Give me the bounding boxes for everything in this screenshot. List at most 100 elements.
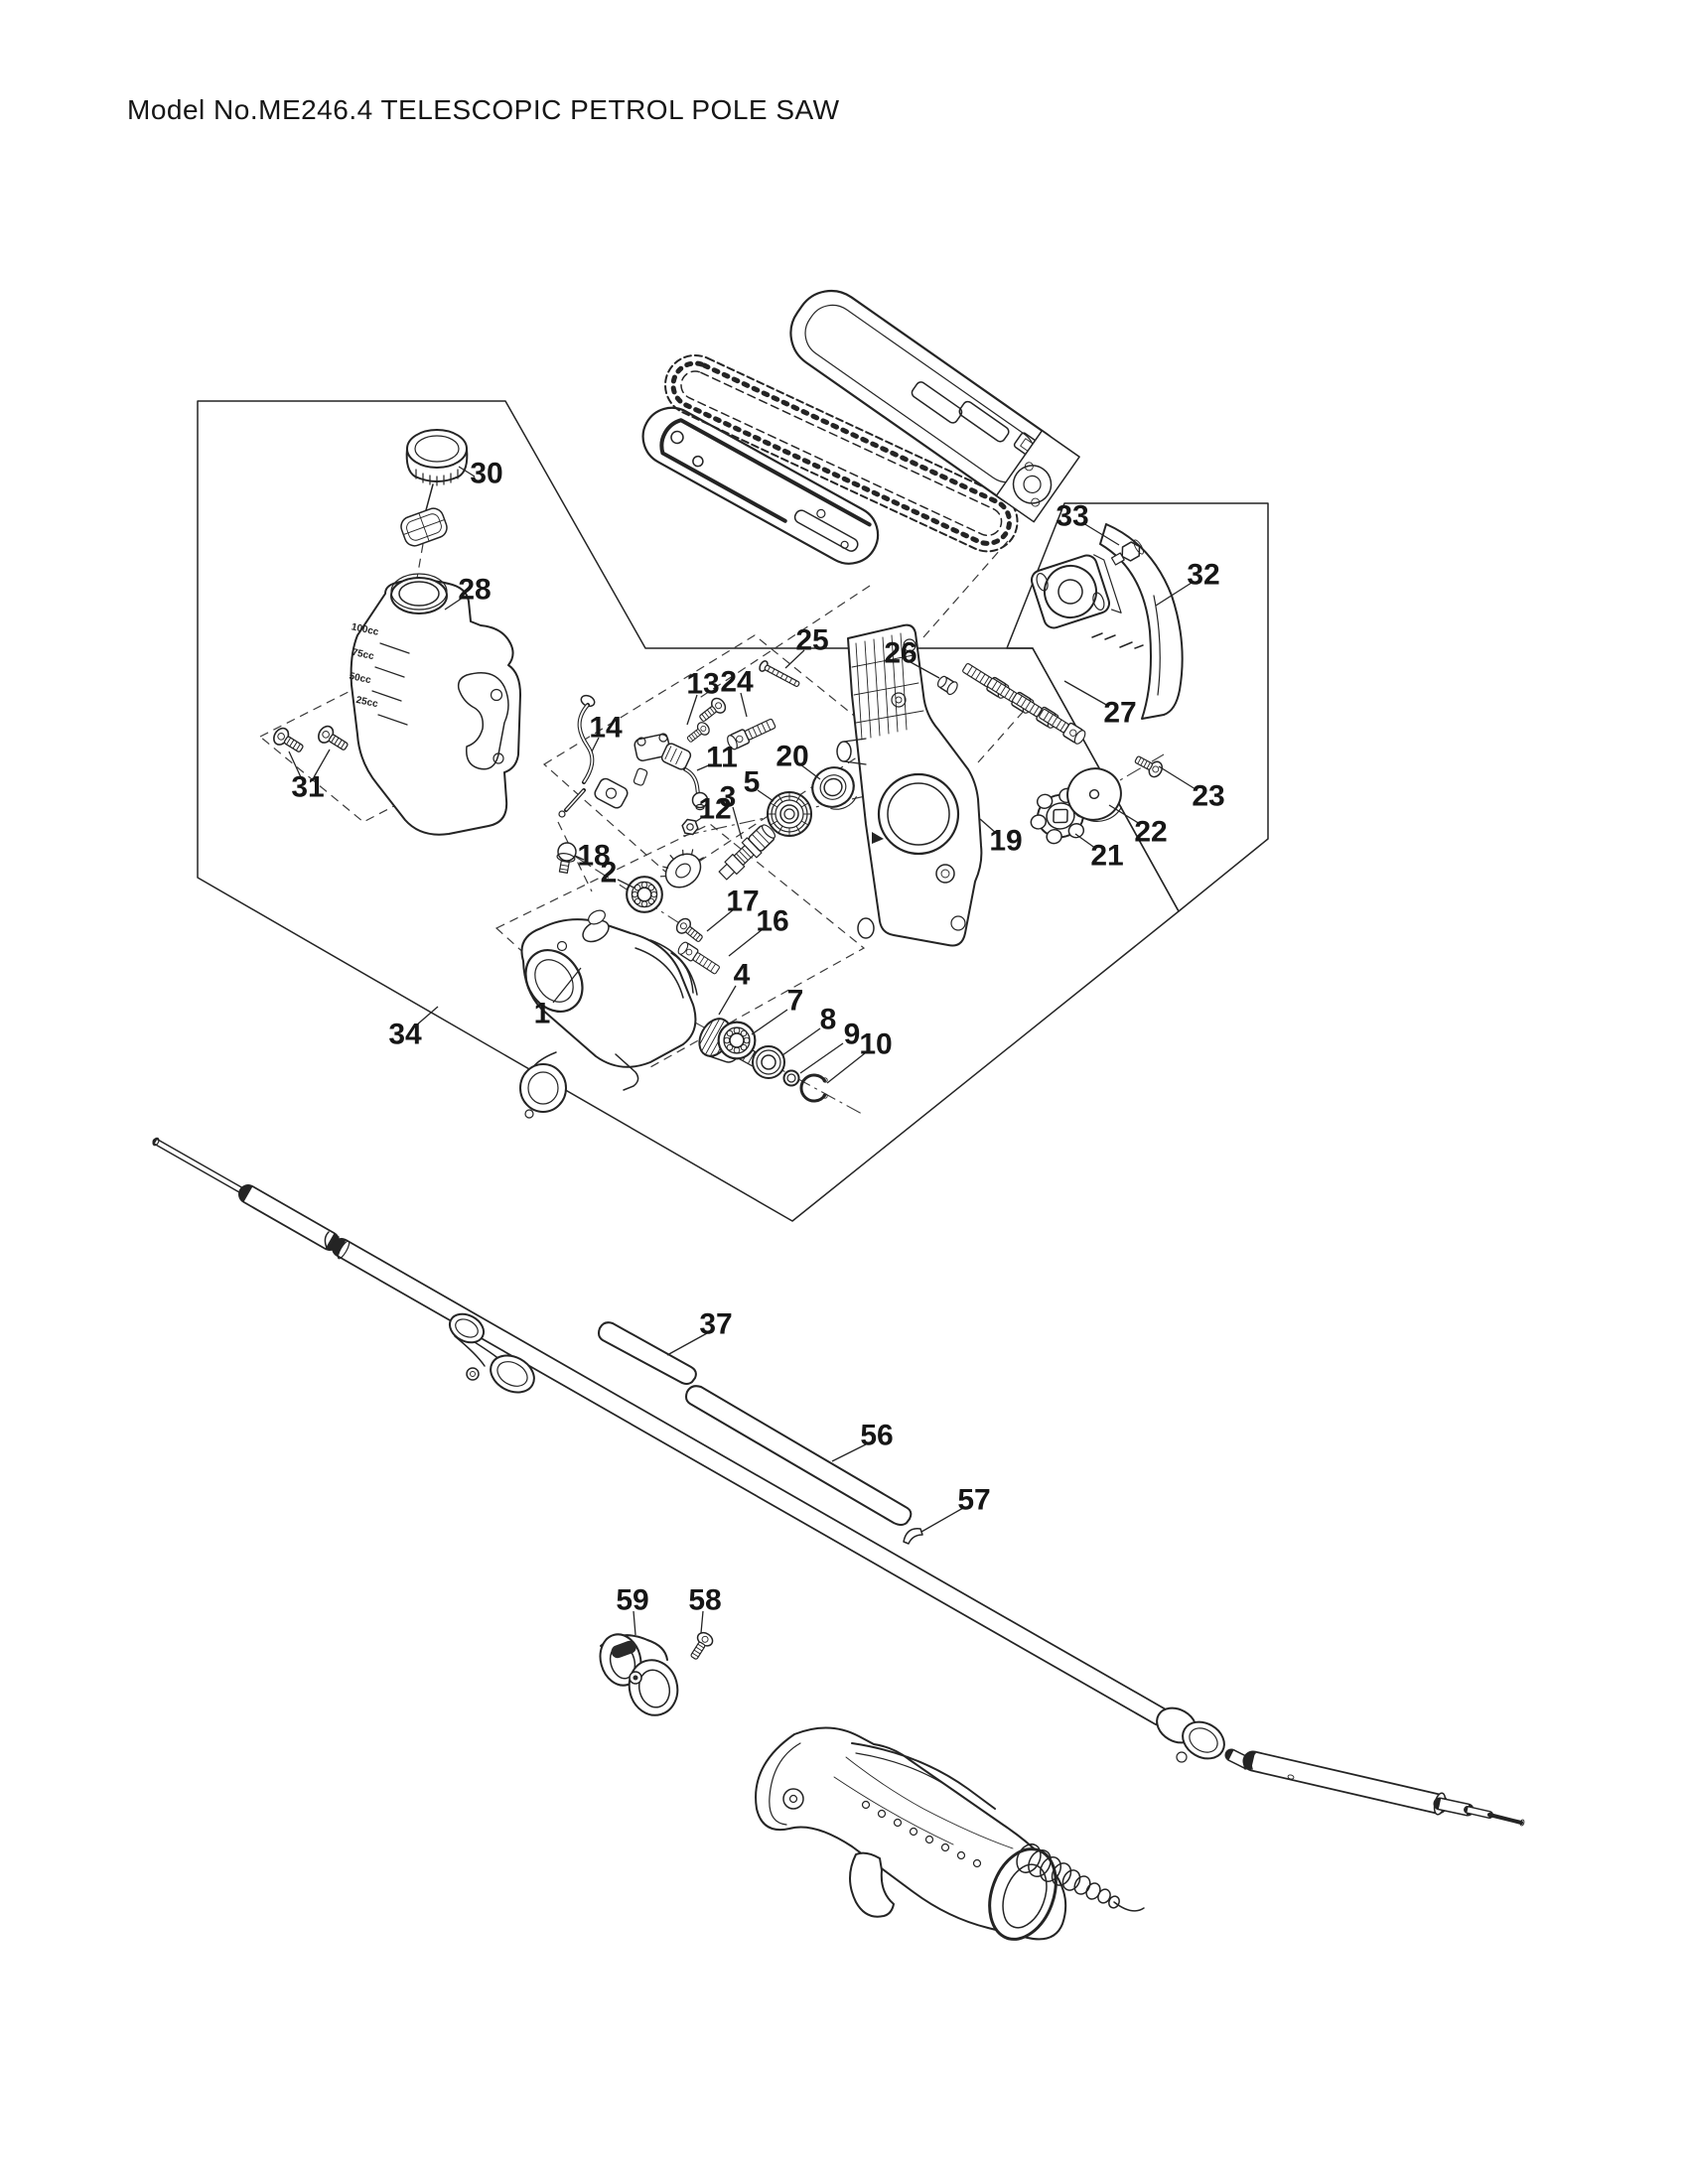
- oil-pump-11: [633, 733, 709, 811]
- part-label-4: 4: [734, 959, 751, 992]
- bevel-gear: [659, 849, 704, 888]
- part-label-21: 21: [1090, 840, 1123, 873]
- guide-bar: [641, 406, 880, 565]
- leader-line-59: [633, 1610, 636, 1636]
- part-label-8: 8: [820, 1004, 837, 1036]
- part-label-7: 7: [787, 985, 804, 1018]
- part-label-10: 10: [859, 1028, 892, 1061]
- leader-line-31: [288, 751, 302, 778]
- guard-assembly-boundary: [1006, 502, 1269, 912]
- oil-tank-28: [350, 573, 521, 836]
- leader-line-17: [706, 908, 735, 932]
- chain-guard-32: [1030, 523, 1184, 720]
- page-title: Model No.ME246.4 TELESCOPIC PETROL POLE …: [127, 94, 840, 125]
- decal-56: [685, 1385, 913, 1526]
- leader-line-12: [694, 814, 707, 823]
- leader-line-2: [617, 879, 634, 888]
- rear-handle-assembly: [755, 1726, 1145, 1941]
- decal-37: [598, 1321, 697, 1385]
- gear-case-plate-19: [836, 623, 983, 947]
- leader-line-28: [444, 597, 464, 611]
- leader-line-33: [1082, 522, 1120, 546]
- telescopic-pole: [152, 1137, 1525, 1827]
- part-label-20: 20: [775, 741, 808, 773]
- screw-23: [1131, 751, 1166, 780]
- leader-line-18: [574, 855, 585, 861]
- part-label-59: 59: [616, 1584, 648, 1617]
- part-label-23: 23: [1192, 780, 1224, 813]
- leader-line-22: [1108, 804, 1141, 825]
- snap-ring-10: [799, 1073, 828, 1103]
- tank-marking-25cc: 25cc: [354, 695, 378, 710]
- leader-line-4: [718, 985, 737, 1016]
- leader-line-58: [700, 1610, 704, 1634]
- part-label-3: 3: [720, 781, 737, 814]
- part-label-5: 5: [744, 766, 761, 799]
- leader-line-9: [799, 1042, 844, 1074]
- tank-marking-75cc: 75cc: [351, 647, 374, 662]
- tank-screws-31: [270, 723, 352, 757]
- leader-line-30: [458, 466, 476, 478]
- leader-line-25: [784, 649, 805, 669]
- leader-line-1: [552, 967, 582, 1004]
- part-label-34: 34: [388, 1019, 422, 1051]
- ring-9: [782, 1069, 800, 1087]
- gear-head-housing-1: [519, 909, 698, 1119]
- oil-tank-cap-30: [405, 429, 469, 486]
- part-label-28: 28: [458, 574, 491, 607]
- leader-line-3: [732, 806, 743, 840]
- part-label-19: 19: [989, 825, 1022, 858]
- label-leader-lines: [288, 466, 1197, 1636]
- clip-57: [903, 1528, 923, 1545]
- powerhead-assembly-boundary: [197, 400, 1180, 1222]
- part-label-37: 37: [699, 1308, 732, 1341]
- leader-line-37: [666, 1332, 708, 1356]
- sprocket-21: [1030, 787, 1091, 845]
- leader-line-11: [696, 763, 712, 771]
- leader-line-20: [799, 763, 821, 780]
- pole-clamp: [448, 1312, 535, 1394]
- chain-cover: [789, 289, 1080, 523]
- leader-line-7: [751, 1009, 788, 1035]
- leader-line-23: [1158, 765, 1197, 790]
- throttle-trigger: [849, 1851, 895, 1918]
- leader-line-56: [831, 1443, 867, 1462]
- leader-line-19: [979, 818, 998, 835]
- plug-bolt-18: [556, 842, 577, 874]
- part-label-30: 30: [470, 458, 502, 490]
- part-label-2: 2: [601, 857, 618, 889]
- saw-chain: [664, 354, 1019, 553]
- hanger-bolt-58: [685, 1629, 716, 1663]
- part-label-11: 11: [706, 742, 738, 774]
- leader-line-14: [591, 737, 600, 752]
- nut-12: [681, 818, 699, 836]
- part-label-31: 31: [291, 771, 324, 804]
- hanger-59: [599, 1633, 679, 1716]
- pump-screws-13: [683, 695, 729, 747]
- leader-line-32: [1155, 582, 1193, 607]
- part-label-16: 16: [756, 905, 788, 938]
- leader-line-13: [686, 694, 698, 726]
- part-label-9: 9: [844, 1019, 861, 1051]
- washer-8: [752, 1045, 785, 1079]
- part-label-32: 32: [1187, 559, 1219, 592]
- part-label-24: 24: [720, 666, 754, 699]
- part-label-22: 22: [1134, 816, 1167, 849]
- leader-line-24: [740, 692, 748, 718]
- screw-17: [673, 915, 707, 947]
- bearing-7: [717, 1021, 757, 1060]
- part-label-58: 58: [688, 1584, 721, 1617]
- leader-line-57: [920, 1507, 964, 1533]
- leader-line-26: [910, 661, 940, 679]
- screw-16: [675, 939, 722, 978]
- bearing-20: [811, 766, 857, 810]
- leader-line-16: [728, 928, 764, 957]
- cap-retainer-cord: [425, 483, 434, 511]
- part-label-57: 57: [957, 1484, 990, 1517]
- worm-pulley-5: [767, 791, 812, 837]
- part-label-17: 17: [726, 886, 759, 918]
- oil-line-14: [558, 694, 629, 818]
- leader-line-31: [313, 749, 331, 778]
